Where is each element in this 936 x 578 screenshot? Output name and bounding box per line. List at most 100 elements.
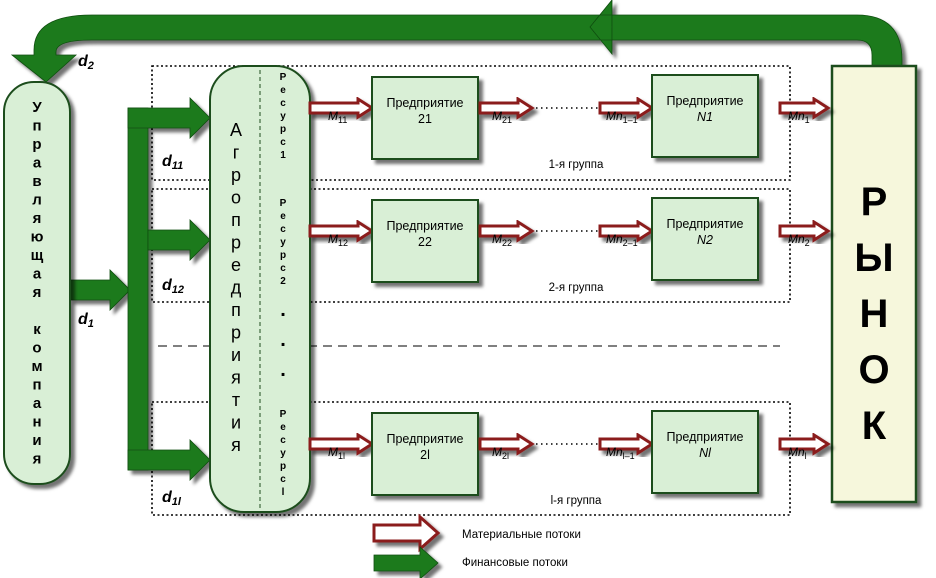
agro-enterprises-label-char: д [231, 278, 242, 298]
material-flow-out-label-1: Mn1 [788, 109, 810, 125]
resource-l-char: с [280, 474, 286, 485]
material-arrow-mid-1 [478, 96, 535, 120]
material-arrow-prelast-l [598, 432, 655, 456]
resource-2-char: с [280, 224, 286, 235]
d1l-label: d1l [162, 489, 182, 508]
financial-arrow-d1 [69, 269, 131, 311]
agro-enterprises-label-char: е [231, 255, 241, 275]
material-flow-out-label-2: Mn2 [788, 232, 810, 248]
material-arrow-prelast-1 [598, 96, 655, 120]
enterprise-last-2 [651, 197, 759, 281]
management-company-label-char: я [33, 451, 42, 468]
enterprise-first-l [371, 412, 479, 496]
management-company-label-char: а [33, 155, 42, 172]
enterprise-last-l-title: Предприятие [666, 430, 743, 444]
enterprise-first-2-number: 22 [418, 235, 432, 249]
d2-label: d2 [78, 53, 94, 72]
agro-enterprises-label-char: и [231, 413, 241, 433]
group-frame-1 [151, 65, 791, 181]
enterprise-first-2-title: Предприятие [386, 219, 463, 233]
resource-2-char: е [280, 211, 286, 222]
agro-enterprises-label-char: г [233, 143, 240, 163]
d1-label: d1 [78, 311, 94, 330]
agro-enterprises-label-char: я [231, 435, 241, 455]
material-arrow-mid-l [478, 432, 535, 456]
material-flow-in-label-1: M11 [328, 109, 347, 125]
material-flow-mid-label-2: M22 [492, 232, 512, 248]
management-company-label-char: п [32, 118, 41, 135]
enterprise-first-l-title: Предприятие [386, 432, 463, 446]
agro-enterprises-label-char: А [230, 120, 242, 140]
material-arrow-in-2 [308, 219, 375, 243]
material-arrow-out-2 [778, 219, 831, 243]
management-company-label-char: я [33, 284, 42, 301]
d11-label: d11 [162, 153, 183, 172]
management-company-label-char: щ [31, 247, 44, 264]
resource-dot: . [280, 299, 286, 321]
agro-enterprises-label-char: р [231, 233, 241, 253]
resource-l-char: у [280, 448, 286, 459]
market-label-char: Р [861, 180, 888, 224]
material-arrow-out-l [778, 432, 831, 456]
resource-2-char: с [280, 263, 286, 274]
material-flow-in-label-2: M12 [328, 232, 348, 248]
material-arrow-mid-2 [478, 219, 535, 243]
market-box [830, 64, 918, 504]
agro-enterprises-label-char: и [231, 345, 241, 365]
management-company-label-char: я [33, 210, 42, 227]
management-company-label-char: м [31, 358, 42, 375]
agro-enterprises-label-char: я [231, 368, 241, 388]
enterprise-first-l-number: 2l [420, 448, 430, 462]
financial-vertical-bus [127, 107, 149, 471]
market-label-char: Ы [854, 236, 893, 280]
management-company-label-char: н [32, 414, 41, 431]
management-company-label-char: и [32, 432, 41, 449]
agro-enterprises-label-char: р [231, 165, 241, 185]
group-caption-2: 2-я группа [549, 282, 604, 294]
resource-2-char: 2 [280, 276, 286, 287]
enterprise-last-1-number: N1 [697, 110, 713, 124]
financial-arrow-d12 [147, 219, 211, 261]
group-caption-1: 1-я группа [549, 159, 604, 171]
resource-1-char: у [280, 111, 286, 122]
agro-enterprises-label-char: о [231, 188, 241, 208]
legend-material-arrow-icon [372, 513, 441, 553]
enterprise-last-2-title: Предприятие [666, 217, 743, 231]
legend-financial-label: Финансовые потоки [462, 557, 568, 569]
resource-dot: . [280, 359, 286, 381]
agro-enterprises-label-char: р [231, 323, 241, 343]
management-company-label-char: а [33, 266, 42, 283]
material-flow-prelast-label-l: Mnl–1 [606, 445, 635, 461]
legend-financial-arrow-icon [373, 546, 439, 578]
resource-1-char: Р [280, 72, 287, 83]
enterprise-first-2 [371, 199, 479, 283]
enterprise-last-l-number: Nl [699, 446, 712, 460]
resource-2-char: р [280, 250, 286, 261]
resource-1-char: е [280, 85, 286, 96]
material-flow-prelast-label-1: Mn1–1 [606, 109, 638, 125]
legend: Материальные потоки Финансовые потоки [372, 513, 581, 578]
legend-material-label: Материальные потоки [462, 529, 581, 541]
resource-2-char: у [280, 237, 286, 248]
resource-l-char: Р [280, 409, 287, 420]
enterprise-last-l [651, 410, 759, 494]
agro-enterprises-label-char: п [231, 300, 241, 320]
enterprise-last-1 [651, 74, 759, 158]
resource-l-char: е [280, 422, 286, 433]
financial-arrow-d1l [127, 439, 211, 481]
enterprise-last-1-title: Предприятие [666, 94, 743, 108]
management-company-label-char: о [32, 340, 41, 357]
material-arrow-in-l [308, 432, 375, 456]
management-company-label-char: в [32, 173, 41, 190]
financial-feedback-arrow-d2 [10, 0, 903, 83]
resource-1-char: р [280, 124, 286, 135]
financial-arrows-to-agro [69, 97, 211, 481]
resource-dots: ... [280, 299, 286, 381]
